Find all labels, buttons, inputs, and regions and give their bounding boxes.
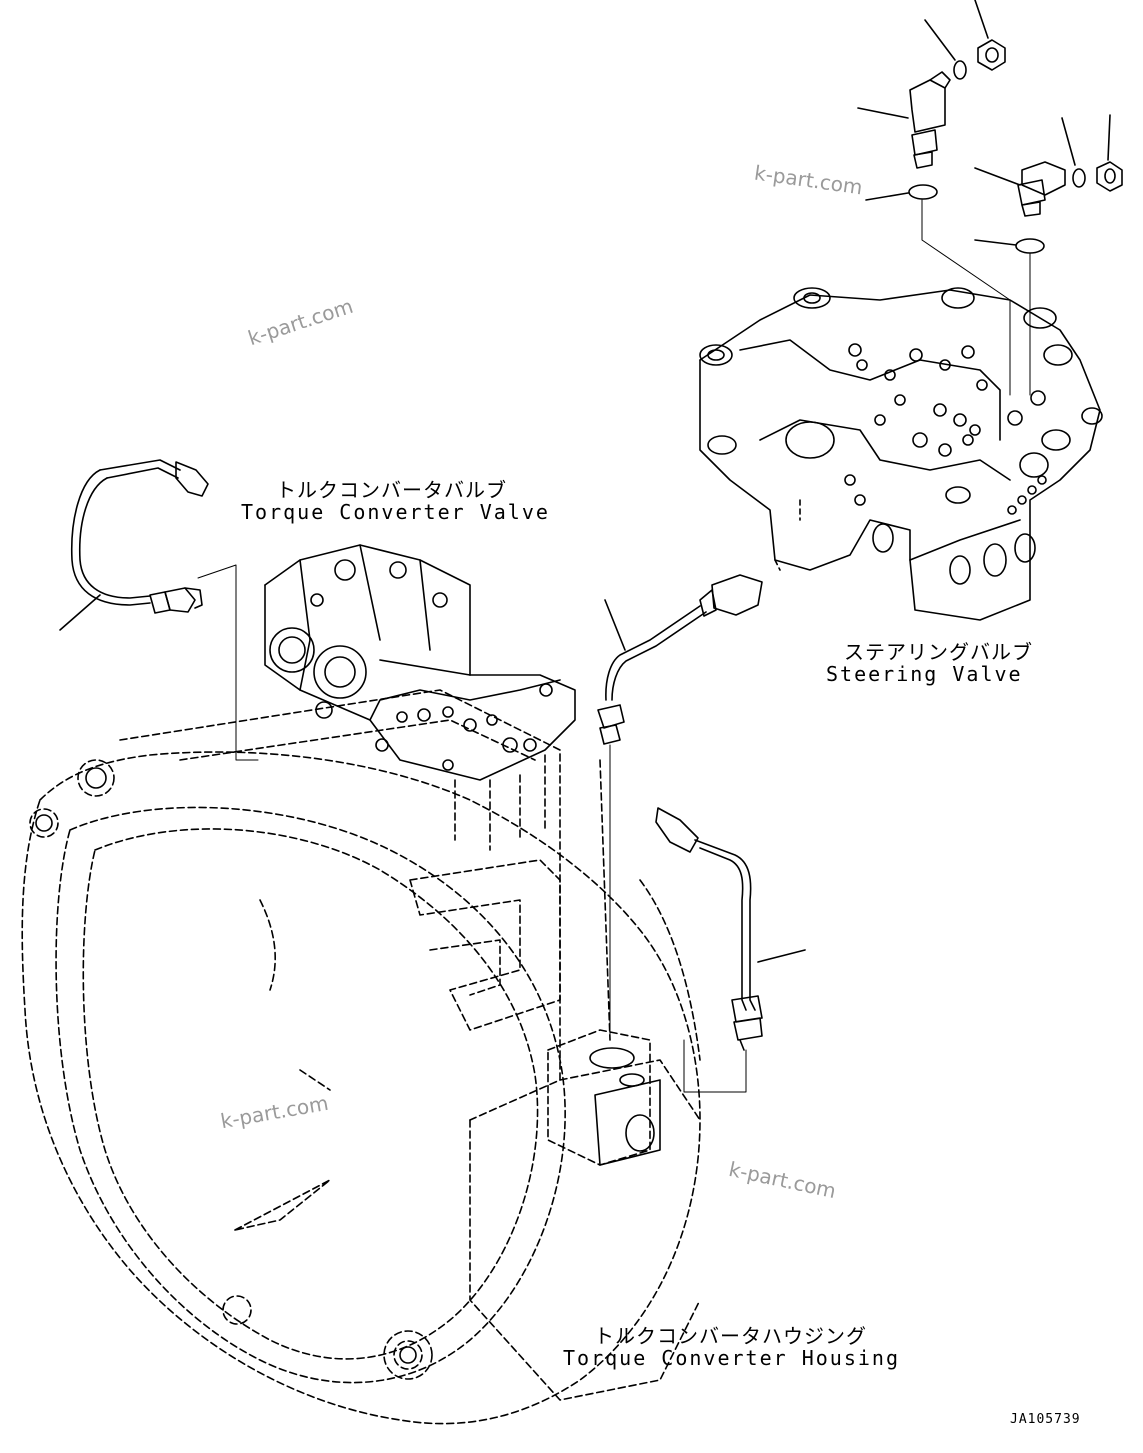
torque-converter-housing-label-jp: トルクコンバータハウジング <box>594 1324 867 1348</box>
assembly-leader-lines <box>197 199 1031 1093</box>
drawing-code: JA105739 <box>1010 1412 1081 1427</box>
steering-valve-label-en: Steering Valve <box>826 662 1023 686</box>
steering-valve-body <box>699 287 1103 621</box>
speed-sensor-harness-left <box>59 459 209 631</box>
housing-bolt-holes <box>35 767 417 1364</box>
temperature-sensor-harness-right <box>655 807 806 1051</box>
elbow-fitting-upper <box>857 71 951 169</box>
temperature-sensor-harness-center <box>597 574 763 745</box>
torque-converter-valve-body <box>264 544 576 851</box>
nuts <box>974 0 1123 192</box>
o-rings <box>865 19 1086 254</box>
elbow-fitting-lower <box>974 161 1066 217</box>
steering-valve-label-jp: ステアリングバルブ <box>844 640 1033 664</box>
sensor-mount-block <box>547 1029 661 1166</box>
torque-converter-valve-label-jp: トルクコンバータバルブ <box>276 478 507 502</box>
torque-converter-housing <box>21 689 701 1425</box>
torque-converter-valve-label-en: Torque Converter Valve <box>241 500 550 524</box>
torque-converter-housing-label-en: Torque Converter Housing <box>563 1346 900 1370</box>
